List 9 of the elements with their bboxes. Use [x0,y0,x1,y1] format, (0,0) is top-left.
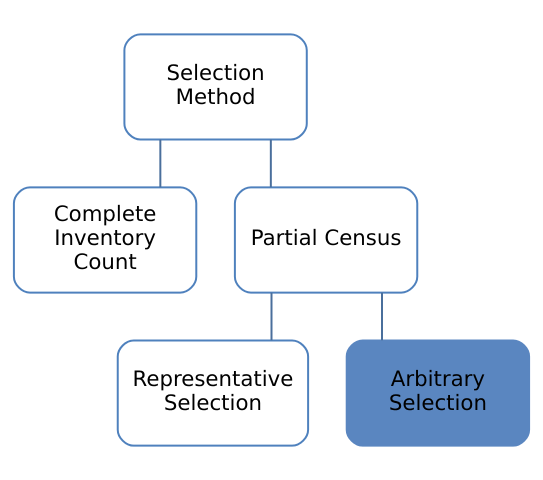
node-box: Arbitrary Selection [346,340,530,447]
connector [159,140,162,188]
connector [270,140,272,188]
connector [270,292,272,340]
node-box: Selection Method [123,33,308,140]
node-box: Partial Census [234,186,418,294]
node-box: Complete Inventory Count [12,186,198,294]
node-box: Representative Selection [116,340,310,447]
connector [381,292,383,340]
